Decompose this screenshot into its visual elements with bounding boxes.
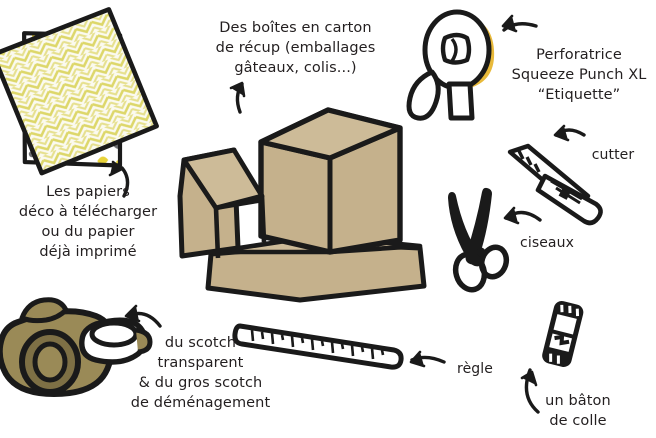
tape-label: du scotch transparent & du gros scotch d… xyxy=(130,335,271,411)
scissors-art xyxy=(448,187,510,293)
arrow-to-ruler-icon xyxy=(409,350,446,368)
cardboard-boxes-art xyxy=(177,107,427,303)
arrow-to-glue-icon xyxy=(520,368,540,414)
arrow-to-punch-icon xyxy=(501,14,538,33)
arrow-to-cutter-icon xyxy=(553,124,586,142)
glue-stick-art xyxy=(542,300,584,367)
glue-label: un bâton de colle xyxy=(545,393,611,429)
paper-label: Les papiers déco à télécharger ou du pap… xyxy=(18,184,158,260)
punch-label: Perforatrice Squeeze Punch XL “Etiquette… xyxy=(511,47,647,103)
cutter-label: cutter xyxy=(591,147,635,163)
squeeze-punch-art xyxy=(406,9,495,121)
boxes-label: Des boîtes en carton de récup (emballage… xyxy=(215,20,376,76)
scissors-label: ciseaux xyxy=(520,235,574,251)
arrow-to-boxes-icon xyxy=(229,81,246,114)
decorative-paper-sheets-art xyxy=(0,7,159,176)
arrow-to-tape-icon xyxy=(124,304,162,328)
ruler-label: règle xyxy=(457,361,493,377)
arrow-to-scissors-icon xyxy=(503,206,542,225)
